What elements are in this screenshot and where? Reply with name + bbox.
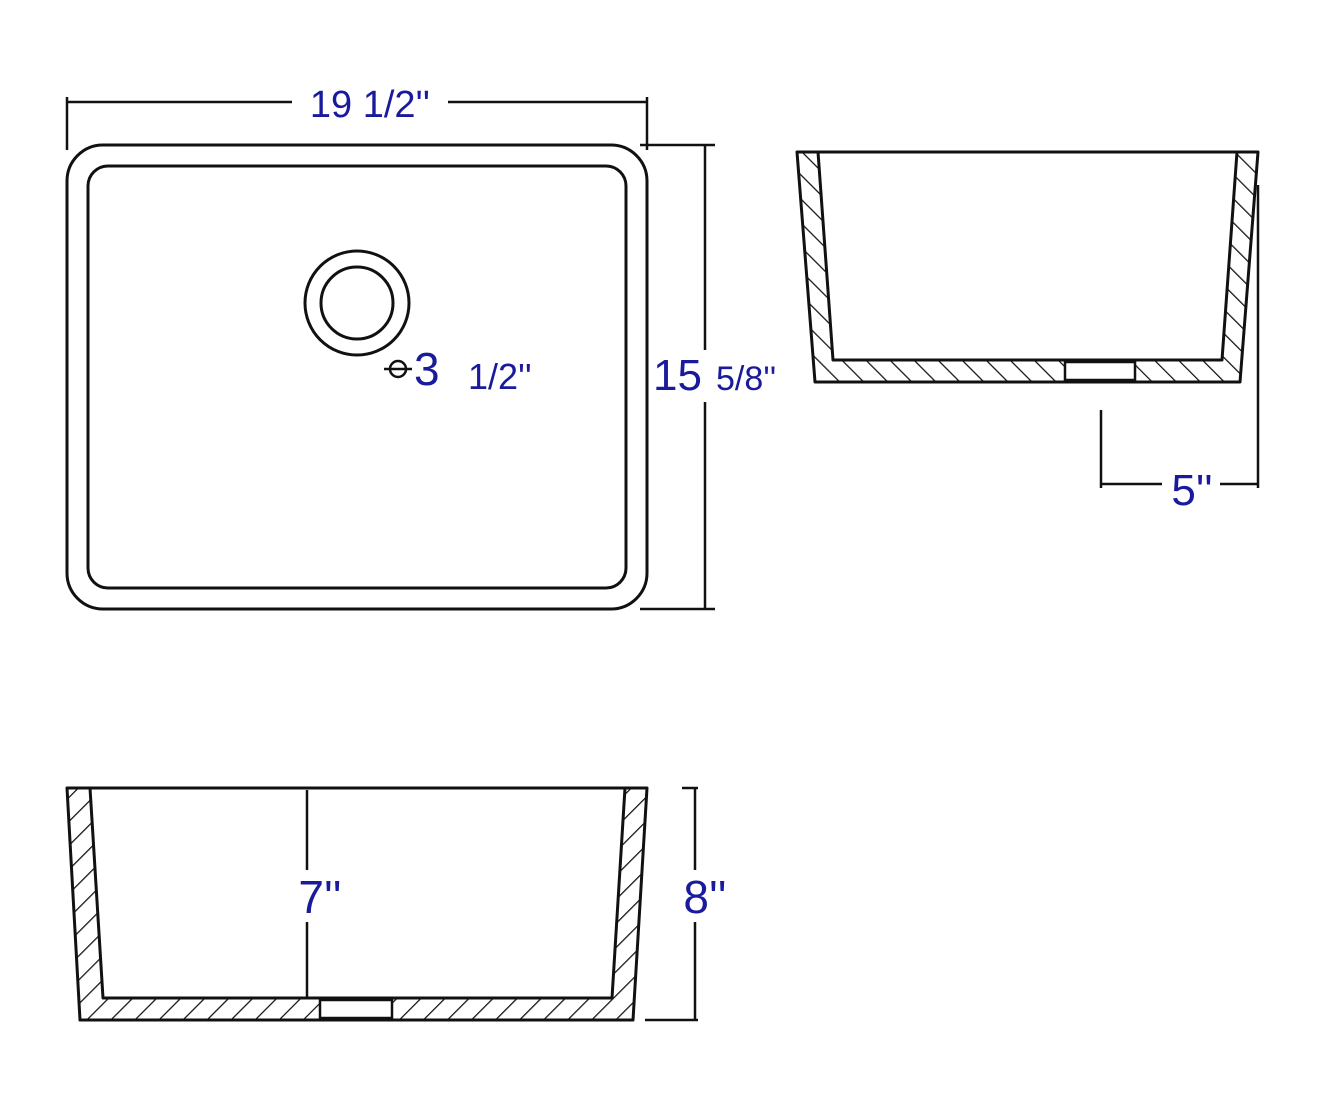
width-dimension: 19 1/2'' bbox=[65, 84, 649, 150]
side-drain-opening bbox=[1063, 360, 1137, 382]
depth-label-main: 15 bbox=[653, 351, 702, 400]
outer-height-label: 8'' bbox=[683, 871, 726, 923]
width-label: 19 1/2'' bbox=[310, 84, 430, 126]
sink-outer-rim bbox=[65, 143, 649, 611]
inner-depth-label: 7'' bbox=[298, 871, 341, 923]
drain-offset-dimension: 5'' bbox=[1099, 185, 1260, 515]
sink-inner-basin bbox=[86, 164, 628, 590]
drain-offset-label: 5'' bbox=[1171, 466, 1212, 515]
drain-dimension: 3 1/2'' bbox=[384, 343, 532, 397]
drain-label-fraction: 1/2'' bbox=[468, 356, 532, 397]
drain-label-main: 3 bbox=[414, 343, 440, 395]
drain-inner-circle bbox=[319, 265, 395, 341]
drain-outer-circle bbox=[303, 249, 411, 357]
outer-height-dimension: 8'' bbox=[645, 786, 727, 1022]
depth-label-fraction: 5/8'' bbox=[716, 360, 776, 398]
depth-dimension: 15 5/8'' bbox=[640, 143, 776, 611]
inner-depth-dimension: 7'' bbox=[298, 790, 342, 998]
front-section-wall bbox=[65, 786, 649, 1022]
front-drain-opening bbox=[318, 998, 394, 1020]
side-section-view: 5'' bbox=[795, 150, 1260, 515]
side-section-wall bbox=[795, 150, 1260, 384]
top-view: 19 1/2'' 15 5/8'' 3 1/2'' bbox=[65, 84, 776, 611]
front-section-view: 7'' 8'' bbox=[65, 786, 727, 1022]
